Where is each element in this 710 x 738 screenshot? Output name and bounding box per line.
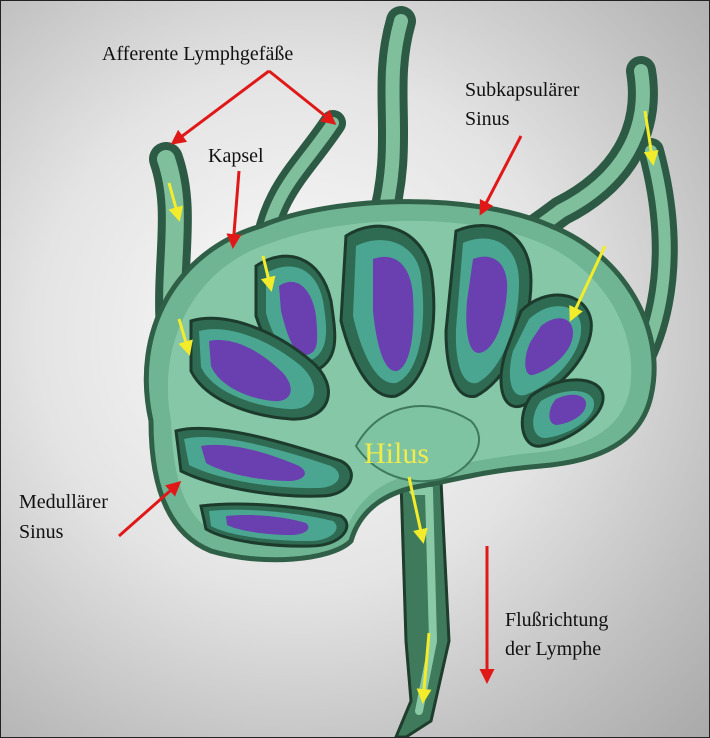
subcapsular-arrow: [481, 136, 521, 213]
flow-direction-label-line1: Flußrichtung: [505, 609, 608, 631]
afferent-arrow-right: [269, 71, 334, 123]
capsule-label: Kapsel: [208, 145, 264, 167]
subcapsular-label-line2: Sinus: [465, 108, 510, 130]
medullary-label-line1: Medullärer: [19, 491, 108, 513]
afferent-arrow-left: [173, 71, 269, 143]
afferent-label: Afferente Lymphgefäße: [102, 43, 293, 65]
medullary-label-line2: Sinus: [19, 521, 64, 543]
hilus-label: Hilus: [364, 437, 429, 470]
flow-direction-label-line2: der Lymphe: [505, 638, 601, 660]
subcapsular-label-line1: Subkapsulärer: [465, 79, 580, 101]
